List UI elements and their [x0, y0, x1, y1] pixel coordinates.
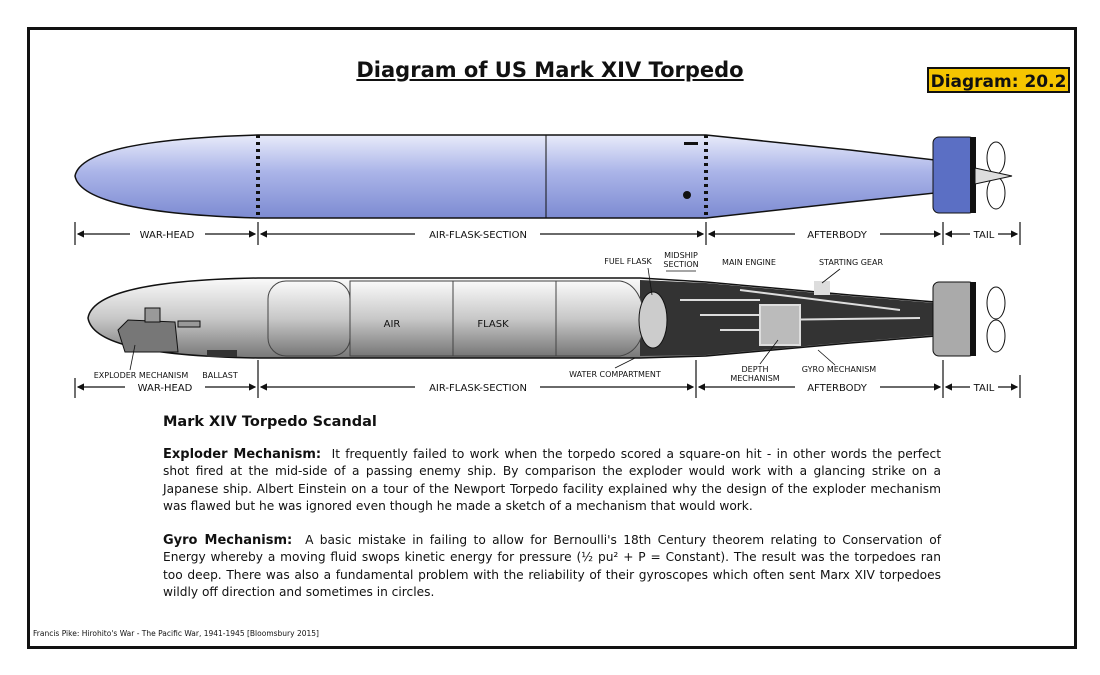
- dimension-line-bottom: [74, 360, 1021, 398]
- label-gyro: GYRO MECHANISM: [802, 365, 877, 374]
- label-tail-2: TAIL: [973, 383, 995, 394]
- label-warhead: WAR-HEAD: [140, 230, 195, 241]
- label-airflask-2: AIR-FLASK-SECTION: [429, 383, 527, 394]
- label-depth-1: DEPTH: [742, 365, 769, 374]
- label-midship-1: MIDSHIP: [664, 251, 698, 260]
- paragraph-exploder: Exploder Mechanism: It frequently failed…: [163, 446, 941, 516]
- paragraph-gyro: Gyro Mechanism: A basic mistake in faili…: [163, 532, 941, 602]
- paragraph-body: It frequently failed to work when the to…: [163, 446, 941, 514]
- label-exploder: EXPLODER MECHANISM: [94, 371, 189, 380]
- diagram-badge: Diagram: 20.2: [927, 67, 1070, 93]
- label-afterbody-2: AFTERBODY: [807, 383, 868, 394]
- label-afterbody: AFTERBODY: [807, 230, 868, 241]
- dimension-line-top: [74, 222, 1021, 245]
- label-fuel-flask: FUEL FLASK: [604, 257, 652, 266]
- label-midship-2: SECTION: [663, 260, 698, 269]
- label-water: WATER COMPARTMENT: [569, 370, 661, 379]
- paragraph-body: A basic mistake in failing to allow for …: [163, 532, 942, 600]
- torpedo-cutaway: [87, 277, 1006, 359]
- frame: [27, 27, 1077, 649]
- label-airflask: AIR-FLASK-SECTION: [429, 230, 527, 241]
- label-starting-gear: STARTING GEAR: [819, 258, 883, 267]
- page-title: Diagram of US Mark XIV Torpedo: [356, 58, 744, 82]
- paragraph-title: Gyro Mechanism:: [163, 532, 293, 548]
- article: Mark XIV Torpedo Scandal Exploder Mechan…: [163, 414, 941, 618]
- torpedo-exterior: [74, 134, 1013, 219]
- label-ballast: BALLAST: [202, 371, 238, 380]
- citation: Francis Pike: Hirohito's War - The Pacif…: [33, 629, 319, 638]
- label-depth-2: MECHANISM: [730, 374, 779, 383]
- article-heading: Mark XIV Torpedo Scandal: [163, 414, 377, 430]
- label-flask: FLASK: [477, 319, 509, 330]
- paragraph-title: Exploder Mechanism:: [163, 446, 322, 462]
- label-warhead-2: WAR-HEAD: [138, 383, 193, 394]
- label-air: AIR: [384, 319, 401, 330]
- label-tail: TAIL: [973, 230, 995, 241]
- label-main-engine: MAIN ENGINE: [722, 258, 776, 267]
